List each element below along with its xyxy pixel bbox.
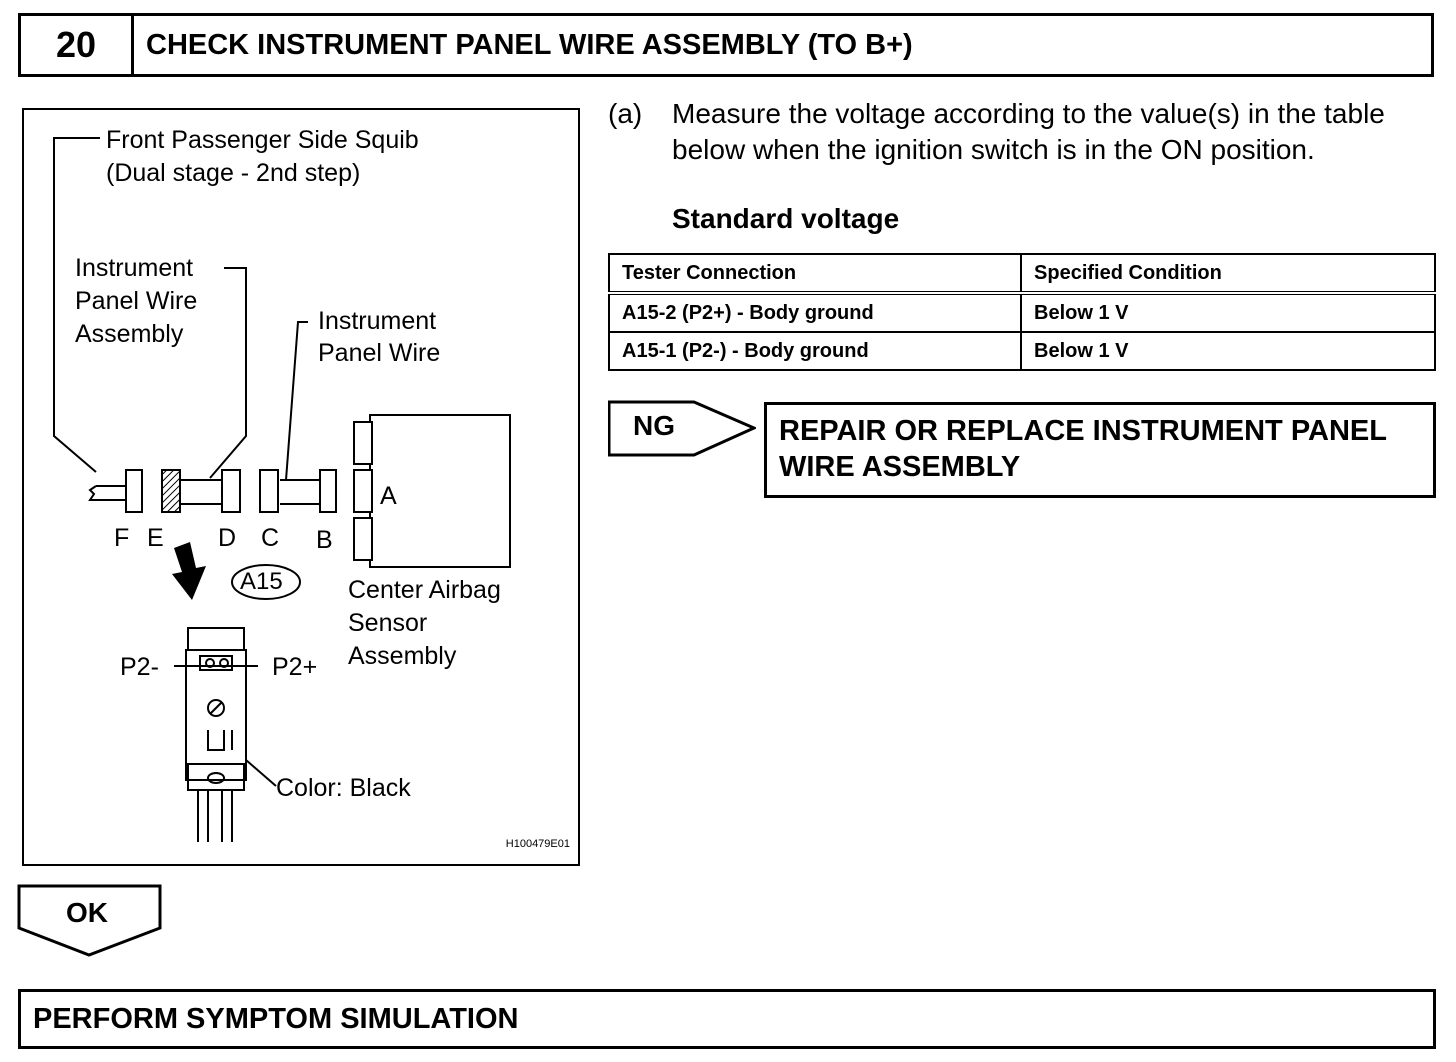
spec-table: Tester Connection Specified Condition A1… xyxy=(607,253,1436,371)
ip-wire-assembly-leader-line xyxy=(209,267,247,479)
ng-action-box: REPAIR OR REPLACE INSTRUMENT PANEL WIRE … xyxy=(764,402,1436,498)
table-header-row: Tester Connection Specified Condition xyxy=(607,253,1436,295)
ip-wire-assembly-label-line1: Instrument xyxy=(75,254,194,282)
connector-e-label: E xyxy=(147,524,164,552)
pin-p2-plus-label: P2+ xyxy=(272,653,318,681)
ng-label: NG xyxy=(633,410,675,441)
table-header: Specified Condition xyxy=(1020,253,1436,295)
table-cell: Below 1 V xyxy=(1020,331,1436,371)
connector-b xyxy=(319,469,337,513)
next-step-box: PERFORM SYMPTOM SIMULATION xyxy=(18,989,1436,1049)
wiring-diagram-drawing xyxy=(53,137,511,842)
step-number: 20 xyxy=(21,16,134,74)
ip-wire-leader-line xyxy=(285,321,308,481)
color-label: Color: Black xyxy=(276,774,411,802)
ip-wire-assembly-label-line3: Assembly xyxy=(75,320,184,348)
squib-label-line2: (Dual stage - 2nd step) xyxy=(106,159,361,187)
table-cell: A15-2 (P2+) - Body ground xyxy=(607,292,1023,333)
table-row: A15-1 (P2-) - Body ground Below 1 V xyxy=(607,331,1436,371)
center-sensor-label-line3: Assembly xyxy=(348,642,457,670)
connector-f xyxy=(125,469,143,513)
center-airbag-sensor xyxy=(369,414,511,568)
table-header: Tester Connection xyxy=(607,253,1023,295)
wiring-diagram: Front Passenger Side Squib (Dual stage -… xyxy=(22,108,580,866)
center-sensor-label-line1: Center Airbag xyxy=(348,576,501,604)
step-title: CHECK INSTRUMENT PANEL WIRE ASSEMBLY (TO… xyxy=(146,28,913,61)
pin-p2-minus-label: P2- xyxy=(120,653,159,681)
squib-leader-line xyxy=(53,137,100,473)
figure-id: H100479E01 xyxy=(505,838,570,850)
connector-code-label: A15 xyxy=(240,568,283,595)
table-cell: A15-1 (P2-) - Body ground xyxy=(607,331,1023,371)
step-header: 20 CHECK INSTRUMENT PANEL WIRE ASSEMBLY … xyxy=(18,13,1434,77)
ip-wire-assembly-label-line2: Panel Wire xyxy=(75,287,198,315)
connector-a xyxy=(353,469,373,513)
connector-a-label: A xyxy=(380,482,397,510)
squib-label-line1: Front Passenger Side Squib xyxy=(106,126,419,154)
ip-wire-label-line1: Instrument xyxy=(318,307,437,335)
center-sensor-label-line2: Sensor xyxy=(348,609,428,637)
connector-f-label: F xyxy=(114,524,130,552)
instruction-marker: (a) xyxy=(608,98,643,129)
ok-label: OK xyxy=(66,897,108,928)
instruction-text: Measure the voltage according to the val… xyxy=(672,98,1385,165)
standard-heading: Standard voltage xyxy=(672,203,900,234)
connector-code-oval xyxy=(231,564,301,600)
arrow-down-icon xyxy=(172,542,206,600)
ok-arrow-icon xyxy=(17,884,162,957)
connector-c xyxy=(259,469,279,513)
connector-d-label: D xyxy=(218,524,237,552)
connector-e xyxy=(161,469,181,513)
table-cell: Below 1 V xyxy=(1020,292,1436,333)
connector-b-label: B xyxy=(316,526,333,554)
ng-arrow-icon xyxy=(608,400,756,457)
ip-wire-label-line2: Panel Wire xyxy=(318,339,441,367)
table-row: A15-2 (P2+) - Body ground Below 1 V xyxy=(607,292,1436,333)
connector-c-label: C xyxy=(261,524,280,552)
connector-face xyxy=(174,627,277,842)
connector-d xyxy=(221,469,241,513)
